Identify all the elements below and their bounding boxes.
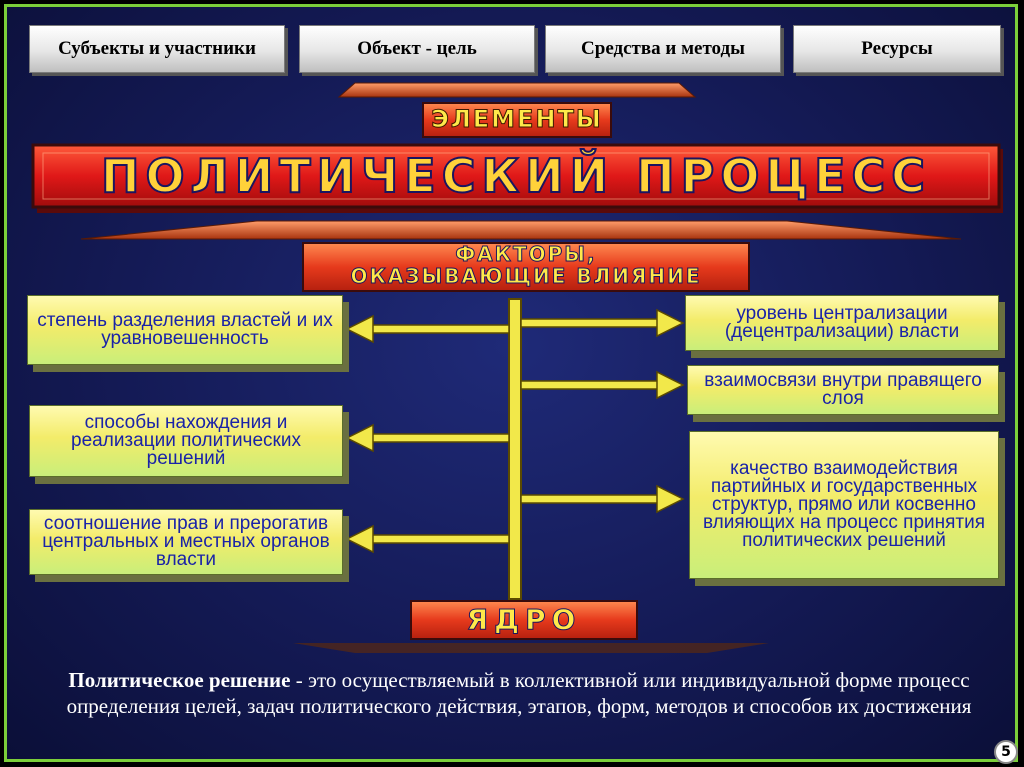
factor-text: уровень централизации (децентрализации) … (724, 303, 960, 342)
elements-banner-label: ЭЛЕМЕНТЫ (431, 105, 603, 134)
arrow-left-1 (345, 314, 510, 344)
slide-frame: Субъекты и участники Объект - цель Средс… (4, 4, 1018, 762)
factor-box-party-state-interaction: качество взаимодействия партийных и госу… (689, 431, 999, 579)
factors-banner-plate (302, 242, 750, 292)
definition-body: - это осуществляемый в коллективной или … (66, 668, 972, 718)
elements-banner-plate (422, 102, 612, 138)
tab-label: Средства и методы (581, 38, 745, 59)
arrow-left-3 (345, 524, 510, 554)
title-banner-label: ПОЛИТИЧЕСКИЙ ПРОЦЕСС (100, 149, 932, 203)
tab-resources[interactable]: Ресурсы (793, 25, 1001, 73)
factor-box-separation-of-powers: степень разделения властей и их уравнове… (27, 295, 343, 365)
factor-text: качество взаимодействия партийных и госу… (702, 458, 986, 551)
definition-term: Политическое решение (68, 668, 291, 692)
arrow-right-3 (520, 484, 685, 514)
core-banner-label: ЯДРО (466, 603, 582, 636)
factor-text: взаимосвязи внутри правящего слоя (704, 370, 982, 409)
elements-banner-cap (337, 82, 697, 98)
core-banner-cap (293, 643, 769, 653)
factor-box-decision-methods: способы нахождения и реализации политиче… (29, 405, 343, 477)
factor-text: степень разделения властей и их уравнове… (37, 310, 333, 349)
tab-label: Ресурсы (861, 38, 933, 59)
tab-label: Субъекты и участники (58, 38, 256, 59)
title-banner-plate (31, 143, 1001, 209)
arrow-left-2 (345, 423, 510, 453)
connector-spine (508, 298, 522, 600)
core-banner-plate (410, 600, 638, 640)
factor-box-ruling-layer-ties: взаимосвязи внутри правящего слоя (687, 365, 999, 415)
banner-graphics (31, 82, 1003, 653)
factor-text: соотношение прав и прерогатив центральны… (42, 513, 330, 570)
tab-object-goal[interactable]: Объект - цель (299, 25, 535, 73)
factors-banner-line1: ФАКТОРЫ, (455, 242, 597, 266)
title-banner-inner (42, 152, 990, 200)
arrow-right-1 (520, 308, 685, 338)
tab-label: Объект - цель (357, 38, 477, 59)
factors-banner-cap (80, 220, 962, 240)
factors-banner-line2: ОКАЗЫВАЮЩИЕ ВЛИЯНИЕ (350, 264, 702, 288)
political-decision-definition: Политическое решение - это осуществляемы… (37, 667, 1001, 719)
tab-means-methods[interactable]: Средства и методы (545, 25, 781, 73)
arrow-right-2 (520, 370, 685, 400)
factor-box-centralization-level: уровень централизации (децентрализации) … (685, 295, 999, 351)
tab-subjects[interactable]: Субъекты и участники (29, 25, 285, 73)
page-number: 5 (1001, 744, 1011, 760)
factor-text: способы нахождения и реализации политиче… (71, 412, 301, 469)
page-number-badge: 5 (994, 740, 1018, 764)
factor-box-central-local-rights: соотношение прав и прерогатив центральны… (29, 509, 343, 575)
